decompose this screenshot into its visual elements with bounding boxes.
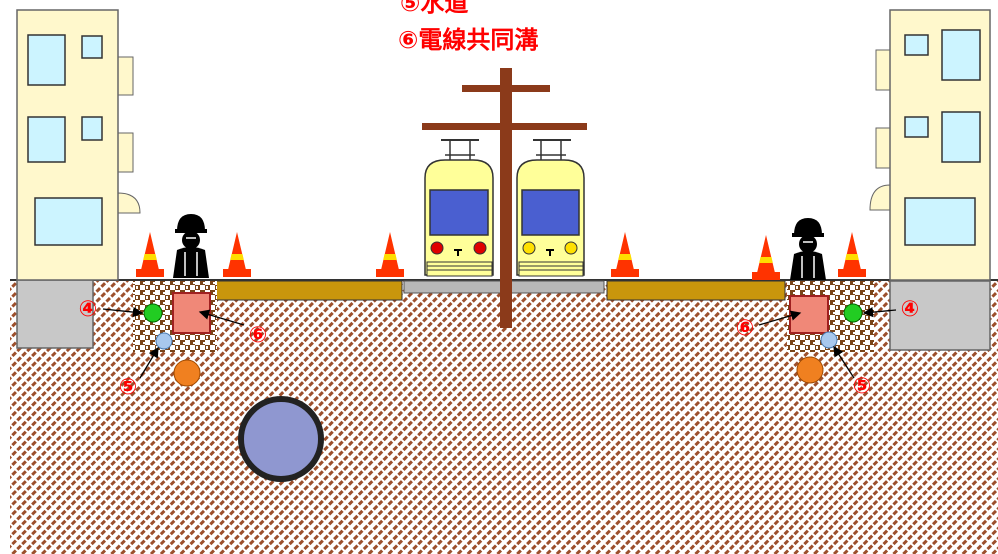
window	[904, 197, 976, 246]
leader-lines	[102, 306, 897, 379]
traffic-cones	[136, 232, 866, 280]
window	[81, 35, 103, 59]
window	[941, 111, 981, 163]
callout-4-right: ④	[901, 297, 920, 322]
traffic-cone	[376, 232, 404, 277]
tram-left	[424, 139, 494, 277]
tram-headlight	[430, 241, 444, 255]
water-pipe-right	[820, 331, 838, 349]
water-pipe-left	[155, 332, 173, 350]
window	[34, 197, 103, 246]
road-slab-right	[606, 280, 786, 301]
callout-6-right: ⑥	[736, 316, 755, 341]
leader-line	[198, 309, 245, 326]
worker-left	[173, 214, 209, 278]
road-slab-left	[214, 280, 403, 301]
window	[941, 29, 981, 81]
tram-headlight	[522, 241, 536, 255]
gas-pipe-right	[843, 303, 863, 323]
traffic-cone	[611, 232, 639, 277]
right-building-foundation	[889, 280, 991, 351]
leader-line	[758, 310, 802, 326]
tram-headlight	[473, 241, 487, 255]
worker-right	[790, 218, 826, 280]
window	[27, 116, 66, 163]
label-cable-conduit: ⑥電線共同溝	[398, 26, 538, 54]
traffic-cone	[838, 232, 866, 277]
tram-headlight	[564, 241, 578, 255]
callout-5-right: ⑤	[853, 374, 872, 399]
left-building-foundation	[16, 279, 94, 349]
left-building	[16, 9, 141, 281]
sewer-pipe	[238, 396, 324, 482]
label-water: ⑤水道	[400, 0, 468, 17]
right-building	[869, 9, 991, 281]
tram-right	[516, 139, 585, 277]
window	[904, 116, 929, 138]
utility-pipe-orange-right	[796, 356, 824, 384]
leader-line	[862, 306, 897, 318]
leader-line	[833, 345, 855, 379]
utility-pipe-orange-left	[173, 359, 201, 387]
traffic-cone	[752, 235, 780, 280]
callout-6-left: ⑥	[249, 323, 268, 348]
window	[81, 116, 103, 141]
traffic-cone	[136, 232, 164, 277]
leader-line	[102, 306, 144, 318]
window	[27, 34, 66, 86]
utility-pole	[422, 68, 587, 328]
callout-4-left: ④	[79, 297, 98, 322]
traffic-cone	[223, 232, 251, 277]
callout-5-left: ⑤	[119, 375, 138, 400]
gas-pipe-left	[143, 303, 163, 323]
leader-line	[139, 346, 159, 379]
tram-window	[429, 189, 489, 236]
tram-window	[521, 189, 580, 236]
window	[904, 34, 929, 56]
